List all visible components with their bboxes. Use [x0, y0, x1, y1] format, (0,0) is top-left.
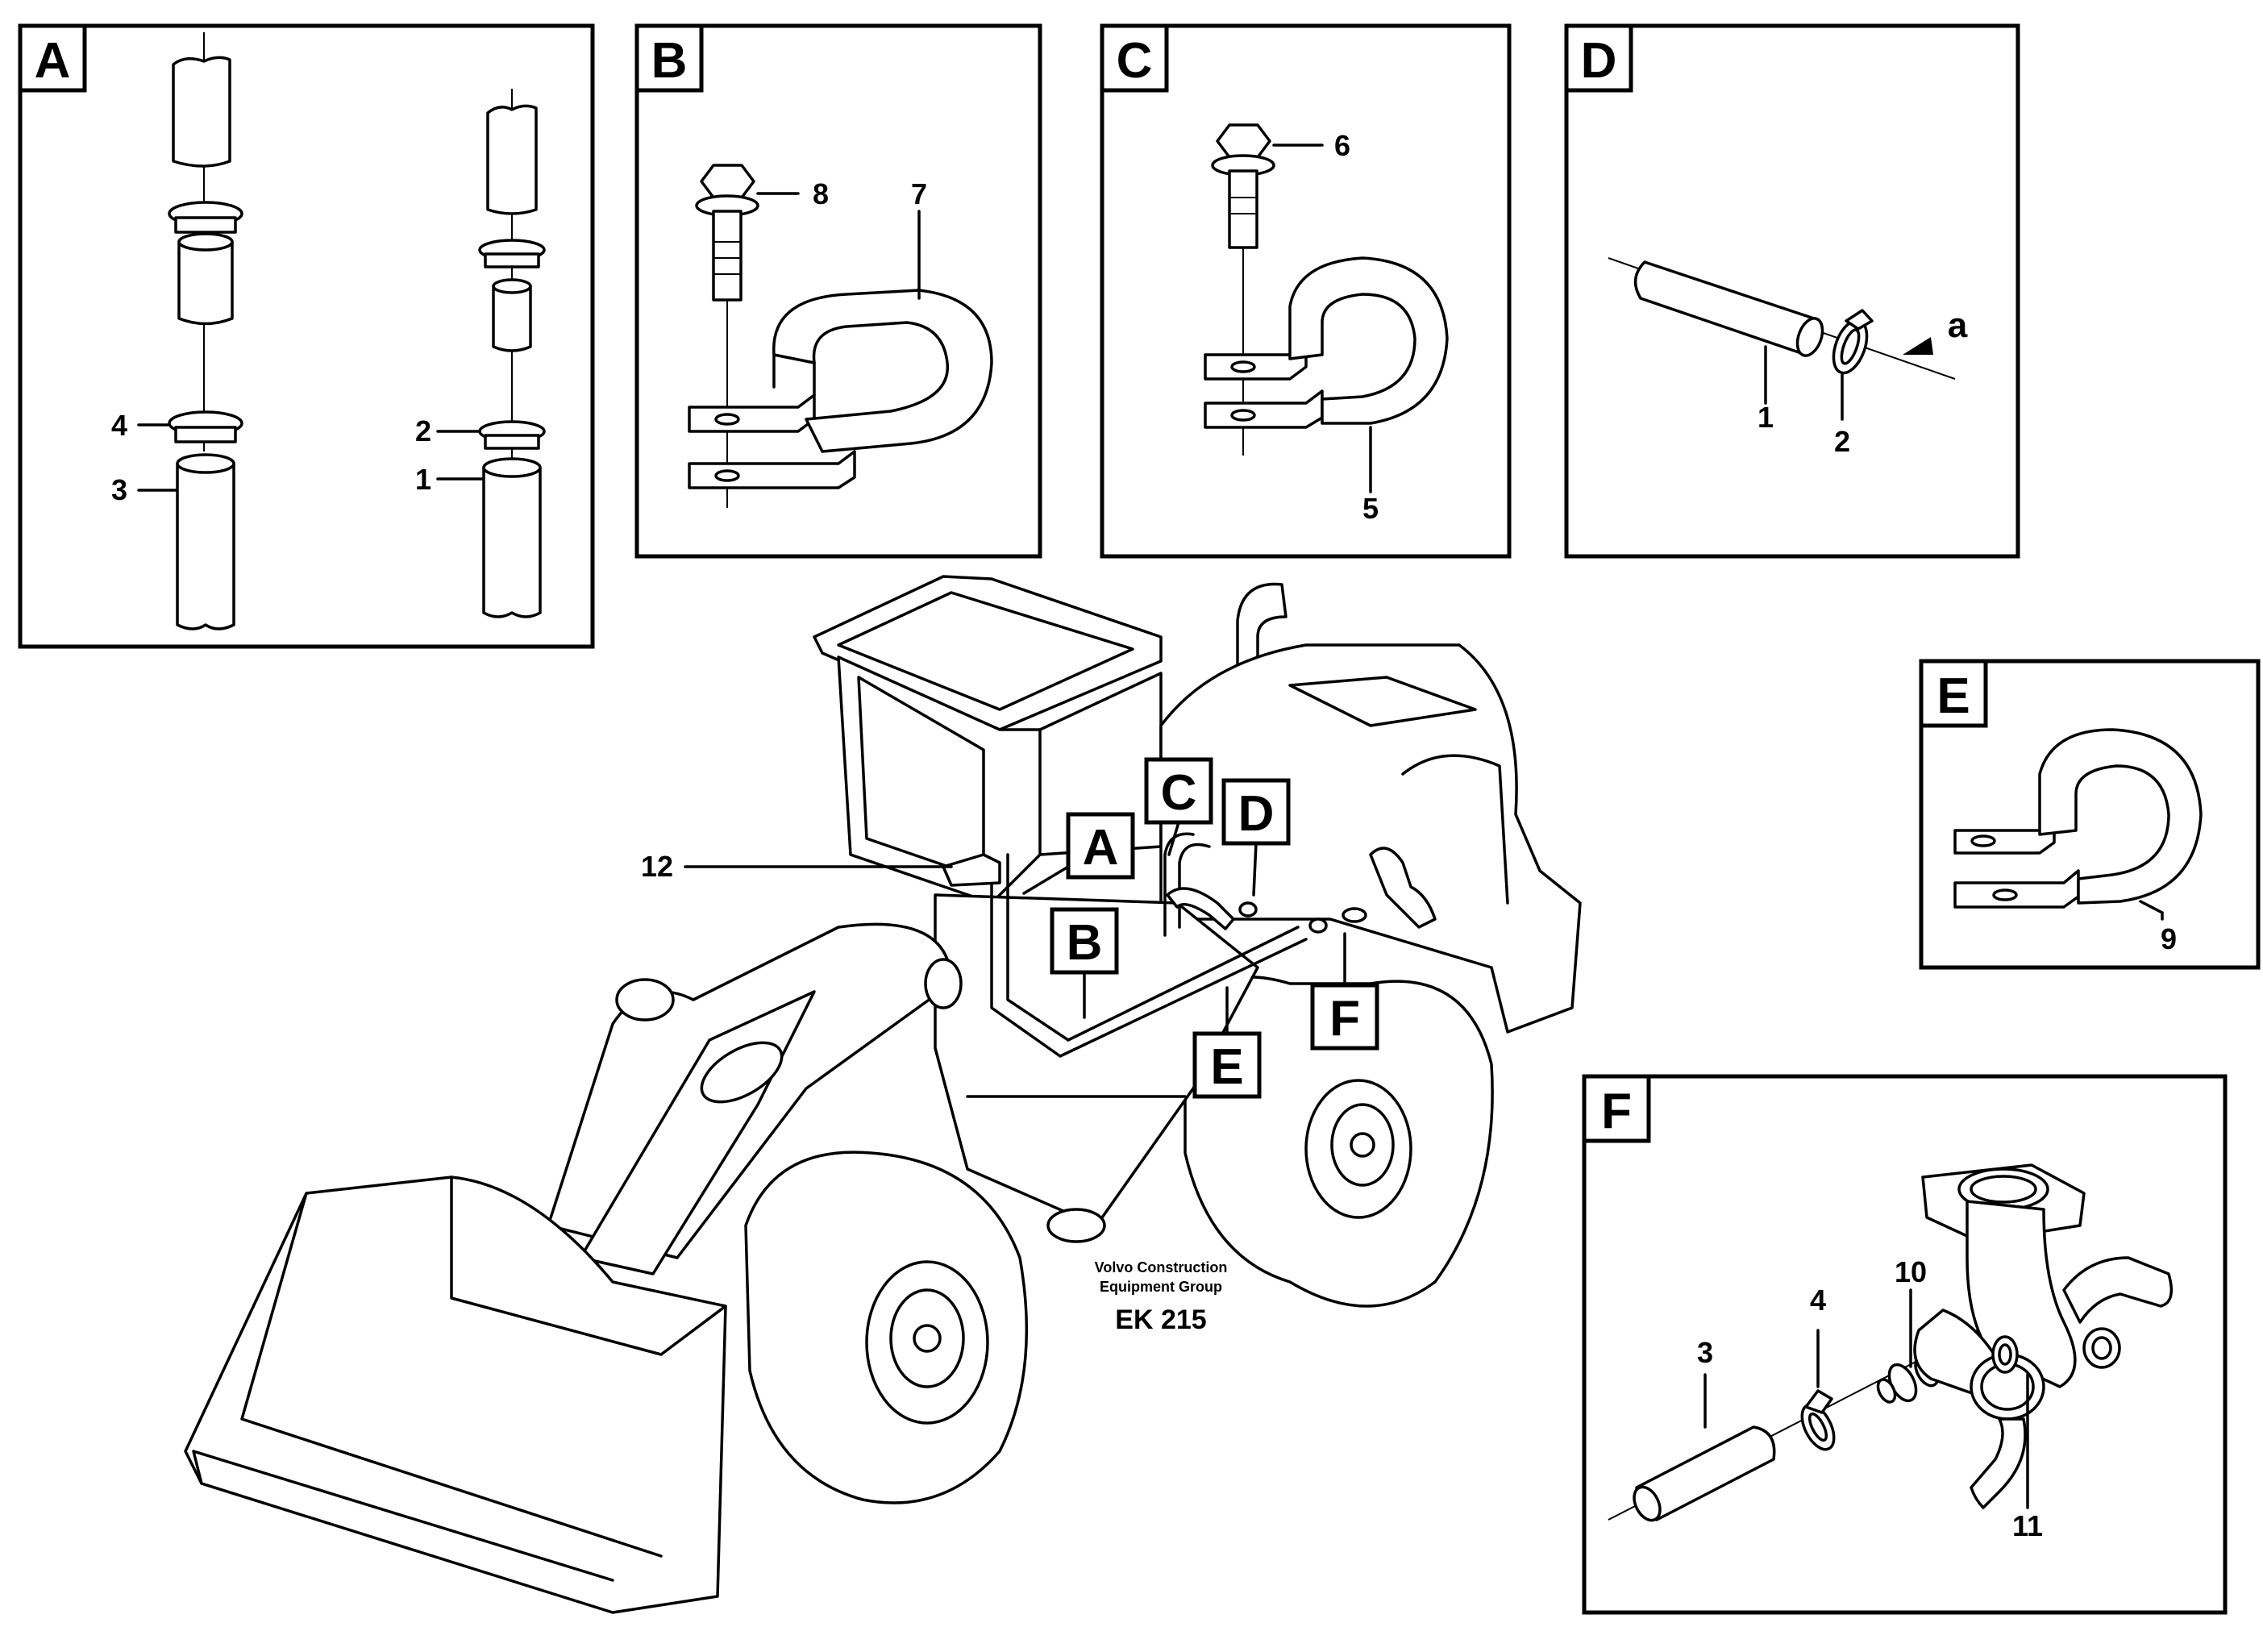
hose-clamp-assembly-right [478, 89, 546, 618]
main-callouts: A B C D E F 12 [641, 757, 1379, 1099]
detail-panel-d: D 1 2 a [1564, 23, 2020, 559]
callout-c-box [1144, 757, 1213, 825]
flange-bolt [1211, 123, 1275, 456]
drawing-code: EK 215 [1115, 1305, 1206, 1335]
callout-b: B [1067, 915, 1103, 971]
callout-a: A [1083, 820, 1119, 876]
thermostat-housing-pipe [1913, 1163, 2174, 1509]
panel-f-item-3: 3 [1697, 1336, 1713, 1369]
view-direction-label: a [1948, 306, 1968, 345]
panel-a-item-3: 3 [111, 473, 127, 506]
hose-clamp-assembly-left [168, 32, 243, 630]
panel-a-item-1: 1 [415, 463, 431, 496]
panel-c-item-5: 5 [1362, 492, 1379, 525]
view-arrow-icon [1903, 337, 1933, 355]
panel-c-letter: C [1117, 33, 1153, 89]
panel-a-letter: A [35, 33, 71, 89]
callout-a-box [1066, 812, 1135, 880]
callout-d-box [1221, 778, 1291, 846]
panel-b-item-7: 7 [911, 177, 927, 210]
credit-line-1: Volvo Construction [1095, 1259, 1228, 1275]
panel-f-item-4: 4 [1810, 1284, 1826, 1317]
panel-c-item-6: 6 [1334, 129, 1350, 162]
panel-a-item-2: 2 [415, 414, 431, 447]
callout-12: 12 [641, 850, 673, 883]
panel-f-letter: F [1601, 1084, 1632, 1139]
detail-panel-c: C 6 5 [1100, 23, 1512, 559]
panel-f-item-10: 10 [1895, 1255, 1927, 1288]
hose-segment [1633, 1425, 1776, 1522]
wheel-loader-illustration [184, 575, 1582, 1614]
credit-line-2: Equipment Group [1100, 1279, 1222, 1295]
callout-d: D [1238, 786, 1275, 842]
panel-d-item-1: 1 [1758, 401, 1774, 434]
panel-f-item-11: 11 [2012, 1509, 2043, 1542]
detail-panel-e: E 9 [1919, 659, 2261, 970]
panel-b-item-8: 8 [813, 177, 829, 210]
panel-d-item-2: 2 [1834, 425, 1850, 458]
panel-b-letter: B [651, 33, 688, 89]
drawing-credit: Volvo Construction Equipment Group EK 21… [1095, 1259, 1228, 1335]
detail-panel-a: A [18, 23, 595, 649]
panel-e-item-9: 9 [2161, 922, 2177, 955]
flange-bolt [695, 164, 759, 508]
callout-c: C [1161, 765, 1197, 821]
callout-e: E [1210, 1039, 1243, 1095]
panel-a-item-4: 4 [111, 409, 127, 442]
p-clamp [1204, 256, 1449, 429]
callout-b-box [1050, 907, 1119, 975]
detail-panel-f: F [1582, 1074, 2228, 1615]
p-clamp [1953, 728, 2203, 909]
hose-clamp [1800, 1389, 1836, 1451]
panel-d-letter: D [1581, 33, 1617, 89]
p-clamp [688, 289, 993, 489]
hose-segment [1633, 260, 1824, 357]
detail-panel-b: B 8 7 [634, 23, 1042, 559]
callout-f: F [1329, 991, 1360, 1047]
panel-e-letter: E [1936, 668, 1970, 724]
hose-clamp [1832, 309, 1874, 375]
